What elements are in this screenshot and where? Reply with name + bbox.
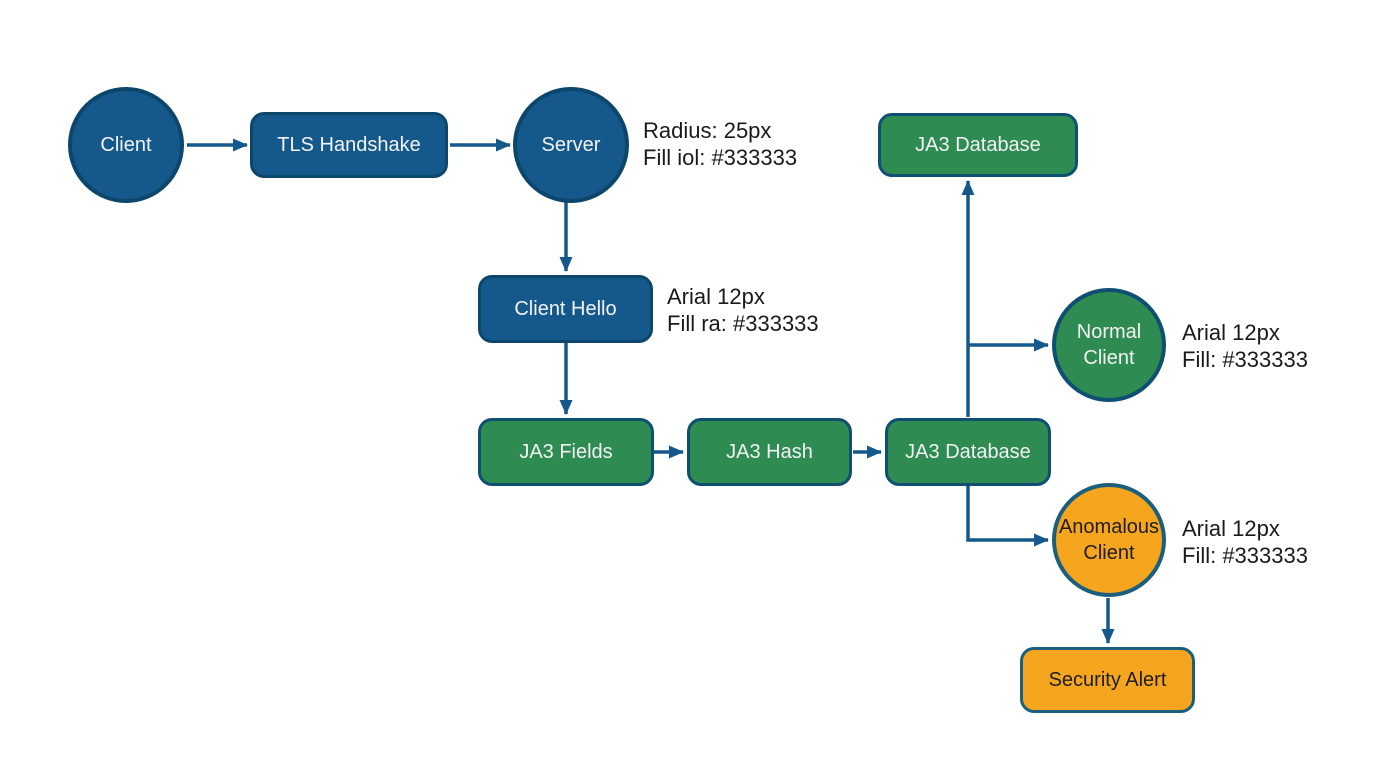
node-client-hello: Client Hello	[478, 275, 653, 343]
annotation-client-hello-line1: Arial 12px	[667, 284, 765, 309]
annotation-client-hello-line2: Fill ra: #333333	[667, 311, 819, 336]
node-anomalous-client-line2: Client	[1083, 542, 1135, 564]
annotation-normal-client-line1: Arial 12px	[1182, 320, 1280, 345]
annotation-anomalous-client-style: Arial 12px Fill: #333333	[1182, 515, 1308, 569]
node-anomalous-client-label: Anomalous Client	[1059, 514, 1159, 566]
node-normal-client-line1: Normal	[1076, 321, 1142, 343]
node-normal-client: Normal Client	[1052, 288, 1166, 402]
node-tls-handshake: TLS Handshake	[250, 112, 448, 178]
annotation-server-style: Radius: 25px Fill iol: #333333	[643, 117, 797, 171]
node-ja3-database-top-label: JA3 Database	[915, 134, 1041, 156]
node-ja3-database-top: JA3 Database	[878, 113, 1078, 177]
node-tls-handshake-label: TLS Handshake	[277, 134, 421, 156]
node-ja3-database-label: JA3 Database	[905, 441, 1031, 463]
annotation-normal-client-line2: Fill: #333333	[1182, 347, 1308, 372]
annotation-server-line1: Radius: 25px	[643, 118, 772, 143]
annotation-client-hello-style: Arial 12px Fill ra: #333333	[667, 283, 819, 337]
node-ja3-fields-label: JA3 Fields	[519, 441, 613, 463]
node-client-label: Client	[100, 134, 152, 156]
node-ja3-fields: JA3 Fields	[478, 418, 654, 486]
annotation-server-line2: Fill iol: #333333	[643, 145, 798, 170]
node-normal-client-label: Normal Client	[1077, 319, 1141, 371]
node-ja3-hash-label: JA3 Hash	[726, 441, 813, 463]
node-normal-client-line2: Client	[1083, 347, 1135, 369]
node-security-alert-label: Security Alert	[1048, 669, 1167, 691]
node-anomalous-client-line1: Anomalous	[1058, 516, 1160, 538]
node-anomalous-client: Anomalous Client	[1052, 483, 1166, 597]
node-security-alert: Security Alert	[1020, 647, 1195, 713]
annotation-anomalous-client-line1: Arial 12px	[1182, 516, 1280, 541]
node-ja3-database: JA3 Database	[885, 418, 1051, 486]
node-server-label: Server	[541, 134, 601, 156]
annotation-anomalous-client-line2: Fill: #333333	[1182, 543, 1308, 568]
node-server: Server	[513, 87, 629, 203]
arrow-branch-to-anomalous-client	[966, 486, 1049, 547]
node-client-hello-label: Client Hello	[514, 298, 617, 320]
node-client: Client	[68, 87, 184, 203]
node-ja3-hash: JA3 Hash	[687, 418, 852, 486]
annotation-normal-client-style: Arial 12px Fill: #333333	[1182, 319, 1308, 373]
